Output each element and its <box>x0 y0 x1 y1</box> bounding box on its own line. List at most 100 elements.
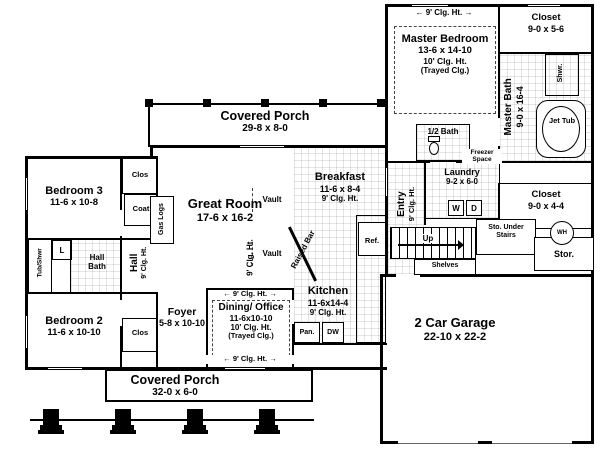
wall-segment <box>385 4 594 7</box>
wall-segment <box>27 238 158 240</box>
garage-name: 2 Car Garage <box>414 315 496 330</box>
window-icon <box>385 168 388 196</box>
porch-column-base <box>184 425 206 430</box>
label-master-closet: Closet 9-0 x 5-6 <box>500 12 592 34</box>
breakfast-name: Breakfast <box>314 171 366 183</box>
label-bedroom2: Bedroom 2 11-6 x 10-10 <box>27 315 121 339</box>
half-bath-room <box>416 124 470 161</box>
label-master-bath: Master Bath 9-0 x 16-4 <box>503 57 525 157</box>
dining-clg: 10' Clg. Ht. <box>230 323 272 333</box>
label-bedroom3-closet: Clos <box>131 170 149 179</box>
label-bottom-porch: Covered Porch 32-0 x 6-0 <box>102 373 248 399</box>
wall-segment <box>498 4 500 161</box>
wall-segment <box>206 288 208 369</box>
kitchen-clg: 9' Clg. Ht. <box>309 307 347 317</box>
label-great-room-clg: 9' Clg. Ht. <box>245 239 255 276</box>
label-master-ceiling-note: 9' Clg. Ht. <box>398 8 490 17</box>
storage-under-stairs-room <box>476 219 536 255</box>
master-bedroom-dims: 13-6 x 14-10 <box>418 44 472 56</box>
dining-clg-bottom: 9' Clg. Ht. <box>206 354 294 364</box>
dryer-icon: D <box>466 200 482 216</box>
master-closet-name: Closet <box>531 12 561 23</box>
washer-icon: W <box>448 200 464 216</box>
bedroom3-closet <box>122 158 158 194</box>
porch-column-icon <box>43 409 59 425</box>
porch-column-foot <box>254 430 280 434</box>
great-room-name: Great Room <box>187 196 263 211</box>
dining-clg-top: 9' Clg. Ht. <box>206 289 294 299</box>
bedroom3-name: Bedroom 3 <box>45 185 103 197</box>
bedroom2-closet <box>122 318 158 352</box>
hall-closet-dims: 9-0 x 4-4 <box>527 200 565 211</box>
door-opening <box>498 118 500 146</box>
porch-post-icon <box>377 99 385 107</box>
label-top-porch: Covered Porch 29-8 x 8-0 <box>190 109 340 135</box>
shelves-box <box>414 259 476 275</box>
porch-column-icon <box>187 409 203 425</box>
toilet-icon <box>429 142 439 155</box>
toilet-icon <box>428 136 440 142</box>
master-closet-dims: 9-0 x 5-6 <box>527 23 565 34</box>
pantry: Pan. <box>294 322 320 343</box>
label-storage: Stor. <box>553 249 574 259</box>
label-laundry: Laundry 9-2 x 6-0 <box>424 167 500 187</box>
label-hall-closet: Closet 9-0 x 4-4 <box>500 189 592 211</box>
porch-column-foot <box>38 430 64 434</box>
vault-line-icon <box>252 188 253 212</box>
wall-segment <box>380 274 383 444</box>
master-bath-name: Master Bath <box>503 78 515 136</box>
refrigerator <box>358 222 386 256</box>
vault-line-icon <box>252 242 253 266</box>
master-bedroom-tray: (Trayed Clg.) <box>420 66 470 76</box>
label-coat-closet: Coat <box>132 204 150 213</box>
wall-segment <box>380 441 594 444</box>
label-dining-clg-top: 9' Clg. Ht. <box>206 289 294 299</box>
wall-segment <box>498 52 594 54</box>
label-bedroom3: Bedroom 3 11-6 x 10-8 <box>27 185 121 209</box>
label-garage: 2 Car Garage 22-10 x 22-2 <box>385 315 525 344</box>
top-porch-name: Covered Porch <box>220 109 310 123</box>
label-storage-under-stairs: Sto. Under Stairs <box>488 224 524 240</box>
fireplace <box>150 196 174 244</box>
door-opening <box>430 161 456 163</box>
window-icon <box>225 367 265 370</box>
label-gas-logs: Gas Logs <box>157 203 165 235</box>
label-stairs-up: Up <box>417 234 439 244</box>
water-heater-icon: WH <box>550 221 574 245</box>
wall-segment <box>292 343 387 345</box>
laundry-dims: 9-2 x 6-0 <box>445 177 479 187</box>
french-door-icon <box>240 145 284 148</box>
master-tray-ceiling <box>394 26 496 114</box>
label-master-bedroom: Master Bedroom 13-6 x 14-10 10' Clg. Ht.… <box>396 33 494 76</box>
wall-segment <box>292 288 294 369</box>
bedroom3-dims: 11-6 x 10-8 <box>49 196 99 208</box>
entry-name: Entry <box>395 191 407 217</box>
label-kitchen: Kitchen 11-6x14-4 9' Clg. Ht. <box>296 285 360 317</box>
wall-segment <box>424 161 426 225</box>
door-opening <box>120 300 122 326</box>
label-freezer-space: Freezer Space <box>462 149 502 164</box>
foyer-dims: 5-8 x 10-10 <box>158 318 206 329</box>
laundry-name: Laundry <box>444 167 480 177</box>
porch-post-icon <box>203 99 211 107</box>
dining-name: Dining/ Office <box>218 302 284 313</box>
bottom-porch-name: Covered Porch <box>130 373 220 387</box>
porch-column-base <box>256 425 278 430</box>
label-jet-tub: Jet Tub <box>548 116 576 125</box>
label-foyer: Foyer 5-8 x 10-10 <box>158 306 206 328</box>
master-bedroom-name: Master Bedroom <box>401 33 489 45</box>
jet-tub-rim <box>542 106 580 152</box>
label-dining-clg-bottom: 9' Clg. Ht. <box>206 354 294 364</box>
label-breakfast: Breakfast 11-6 x 8-4 9' Clg. Ht. <box>296 171 384 203</box>
bottom-porch-dims: 32-0 x 6-0 <box>152 387 198 399</box>
tub-shower-fixture <box>28 238 52 294</box>
hall-name: Hall <box>129 253 141 272</box>
kitchen-counter <box>356 215 386 343</box>
up-arrow-icon <box>458 240 464 250</box>
label-shower: Shwr. <box>556 63 564 83</box>
label-vault-bottom: Vault <box>262 249 282 258</box>
window-icon <box>25 178 28 210</box>
foyer-name: Foyer <box>167 306 197 318</box>
master-bedroom-clg: 10' Clg. Ht. <box>423 55 467 66</box>
porch-column-base <box>112 425 134 430</box>
